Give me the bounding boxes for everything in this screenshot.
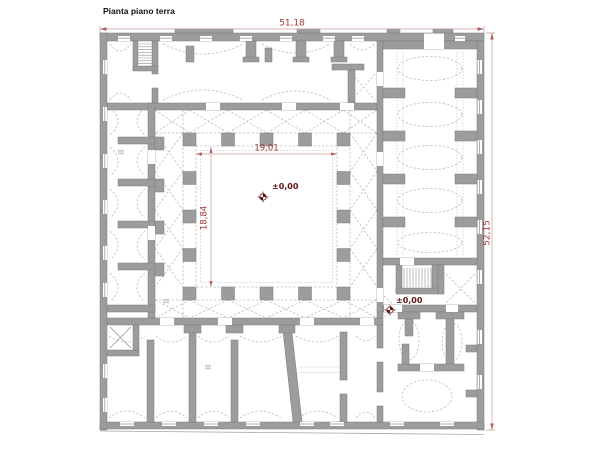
west-wing-vault-arcs — [109, 107, 146, 303]
page-title: Pianta piano terra — [103, 6, 175, 16]
cross-vaults-north — [154, 109, 378, 134]
cross-vaults-south — [154, 299, 378, 319]
south-windows — [120, 422, 454, 426]
door-gaps — [148, 72, 458, 371]
courtyard-boundary — [195, 145, 338, 288]
gallery-vaults — [396, 37, 464, 256]
elevation-label-courtyard: ±0,00 — [272, 182, 299, 191]
closet-cross — [109, 326, 132, 349]
dimension-overall-width: 51,18 — [99, 19, 485, 33]
dimension-label-overall-height: 52,15 — [483, 220, 493, 246]
courtyard-pillars — [182, 132, 351, 301]
dimension-courtyard-height: 18,84 — [200, 147, 213, 287]
west-windows — [103, 60, 107, 412]
stair-east — [403, 268, 432, 287]
dimension-label-courtyard-width: 19,01 — [254, 144, 278, 154]
east-windows — [477, 60, 482, 389]
southeast-vault-arcs — [383, 273, 476, 413]
elevation-label-portico: ±0,00 — [396, 296, 423, 305]
room-label-marks — [118, 150, 211, 370]
southeast-walls — [397, 311, 478, 398]
openings — [103, 33, 482, 426]
south-wing-vault-arcs — [108, 335, 376, 419]
elevation-marker-courtyard: ±0,00 — [257, 182, 299, 203]
stair-northwest — [138, 43, 152, 64]
north-wing-walls — [132, 40, 365, 104]
cross-vaults-east — [349, 132, 378, 288]
elevation-marker-portico: ±0,00 — [384, 296, 423, 316]
interior-main-walls — [106, 40, 384, 326]
dimension-overall-height: 52,15 — [483, 32, 495, 431]
south-wing-walls — [106, 324, 384, 423]
dimension-label-courtyard-height: 18,84 — [200, 206, 210, 230]
site-edge-line — [99, 430, 485, 435]
west-wing-walls — [106, 136, 165, 313]
north-windows — [118, 33, 465, 49]
walls — [99, 28, 485, 435]
dimension-courtyard-width: 19,01 — [196, 144, 337, 156]
dimension-label-overall-width: 51,18 — [279, 19, 305, 29]
